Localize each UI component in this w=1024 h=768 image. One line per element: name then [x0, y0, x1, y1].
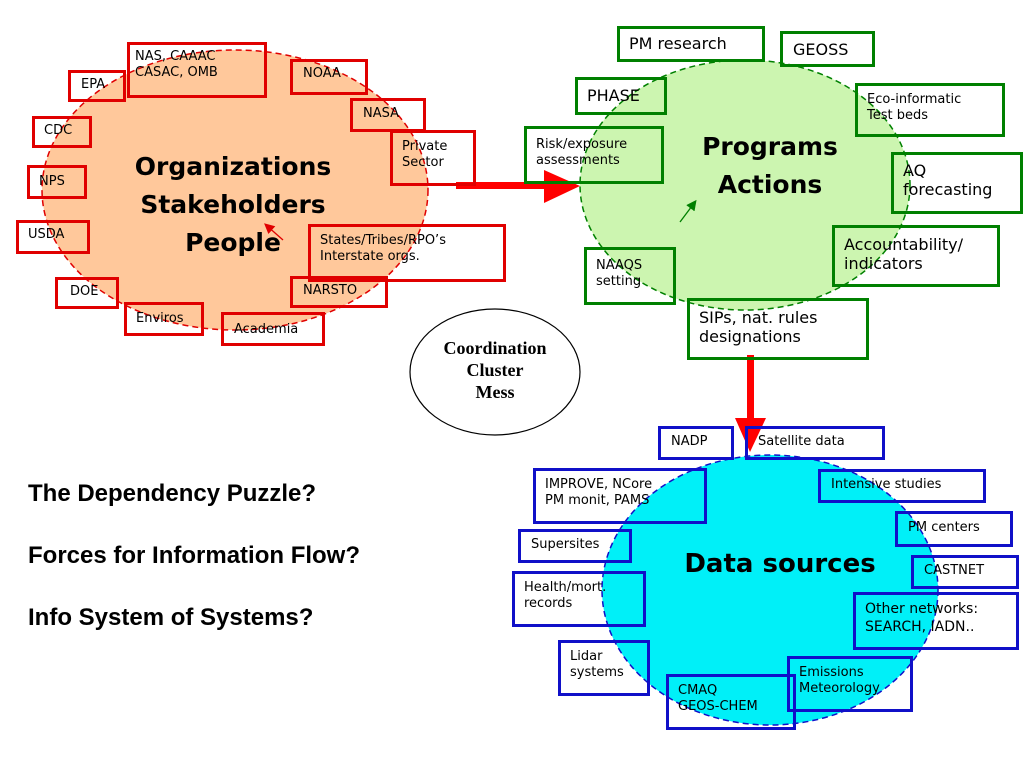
programs-pointer-arrow — [679, 199, 697, 223]
prog-naaqs: NAAQS setting — [584, 247, 676, 305]
prog-pm-research: PM research — [617, 26, 765, 62]
org-doe: DOE — [55, 277, 119, 309]
question-information-flow: Forces for Information Flow? — [28, 542, 361, 569]
arrow-org-to-programs-shaft — [456, 182, 546, 189]
org-cdc: CDC — [32, 116, 92, 148]
data-satellite: Satellite data — [745, 426, 885, 460]
data-emissions: Emissions Meteorology — [787, 656, 913, 712]
prog-accountability: Accountability/ indicators — [832, 225, 1000, 287]
org-nas-caaac: NAS, CAAAC CASAC, OMB — [127, 42, 267, 98]
data-health: Health/mort. records — [512, 571, 646, 627]
data-pm-centers: PM centers — [895, 511, 1013, 547]
org-private-sector: Private Sector — [390, 130, 476, 186]
programs-title: Programs Actions — [702, 132, 838, 199]
org-nps: NPS — [27, 165, 87, 199]
arrow-org-to-programs-head — [544, 170, 580, 203]
prog-aq-forecasting: AQ forecasting — [891, 152, 1023, 214]
org-nasa: NASA — [350, 98, 426, 132]
arrow-programs-to-data-shaft — [747, 355, 754, 422]
data-cmaq: CMAQ GEOS-CHEM — [666, 674, 796, 730]
org-pointer-arrow — [264, 223, 284, 241]
data-other-networks: Other networks: SEARCH, IADN.. — [853, 592, 1019, 650]
org-epa: EPA — [68, 70, 126, 102]
organizations-title: Organizations Stakeholders People — [134, 152, 332, 257]
question-dependency: The Dependency Puzzle? — [28, 480, 317, 507]
org-enviros: Enviros — [124, 302, 204, 336]
data-castnet: CASTNET — [911, 555, 1019, 589]
prog-eco-informatic: Eco-informatic Test beds — [855, 83, 1005, 137]
data-nadp: NADP — [658, 426, 734, 460]
org-states-tribes: States/Tribes/RPO’s Interstate orgs. — [308, 224, 506, 282]
prog-sips: SIPs, nat. rules designations — [687, 298, 869, 360]
data-sources-title: Data sources — [684, 549, 876, 579]
org-academia: Academia — [221, 312, 325, 346]
data-intensive: Intensive studies — [818, 469, 986, 503]
data-lidar: Lidar systems — [558, 640, 650, 696]
data-supersites: Supersites — [518, 529, 632, 563]
prog-phase: PHASE — [575, 77, 667, 115]
organizations-ellipse — [41, 49, 429, 331]
prog-risk-exposure: Risk/exposure assessments — [524, 126, 664, 184]
org-usda: USDA — [16, 220, 90, 254]
org-noaa: NOAA — [290, 59, 368, 95]
coordination-ellipse — [409, 308, 581, 436]
prog-geoss: GEOSS — [780, 31, 875, 67]
coordination-title: Coordination Cluster Mess — [443, 338, 547, 402]
data-improve: IMPROVE, NCore PM monit, PAMS — [533, 468, 707, 524]
question-system-of-systems: Info System of Systems? — [28, 604, 314, 631]
org-narsto: NARSTO — [290, 276, 388, 308]
